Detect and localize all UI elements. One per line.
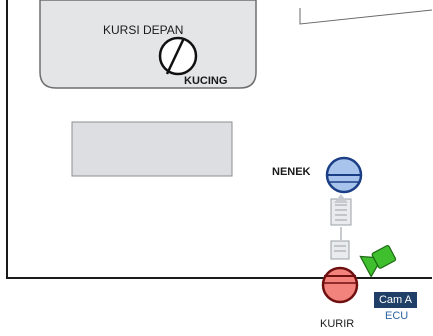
package-icon xyxy=(330,194,352,260)
courier-label: KURIR xyxy=(320,318,355,330)
courier-person-icon xyxy=(321,266,359,304)
table-rectangle xyxy=(71,121,233,177)
grandma-person-icon xyxy=(325,156,363,194)
front-seat-label: KURSI DEPAN xyxy=(103,23,184,37)
camera-icon xyxy=(359,245,397,278)
cat-circle-icon xyxy=(158,36,198,76)
camera-badge: Cam A xyxy=(374,292,417,308)
cat-label: KUCING xyxy=(184,75,228,87)
grandma-label: NENEK xyxy=(272,166,311,178)
door-outline xyxy=(299,8,433,25)
front-seat-shape xyxy=(39,0,257,89)
ecu-label: ECU xyxy=(385,310,409,322)
room-wall xyxy=(6,0,432,279)
